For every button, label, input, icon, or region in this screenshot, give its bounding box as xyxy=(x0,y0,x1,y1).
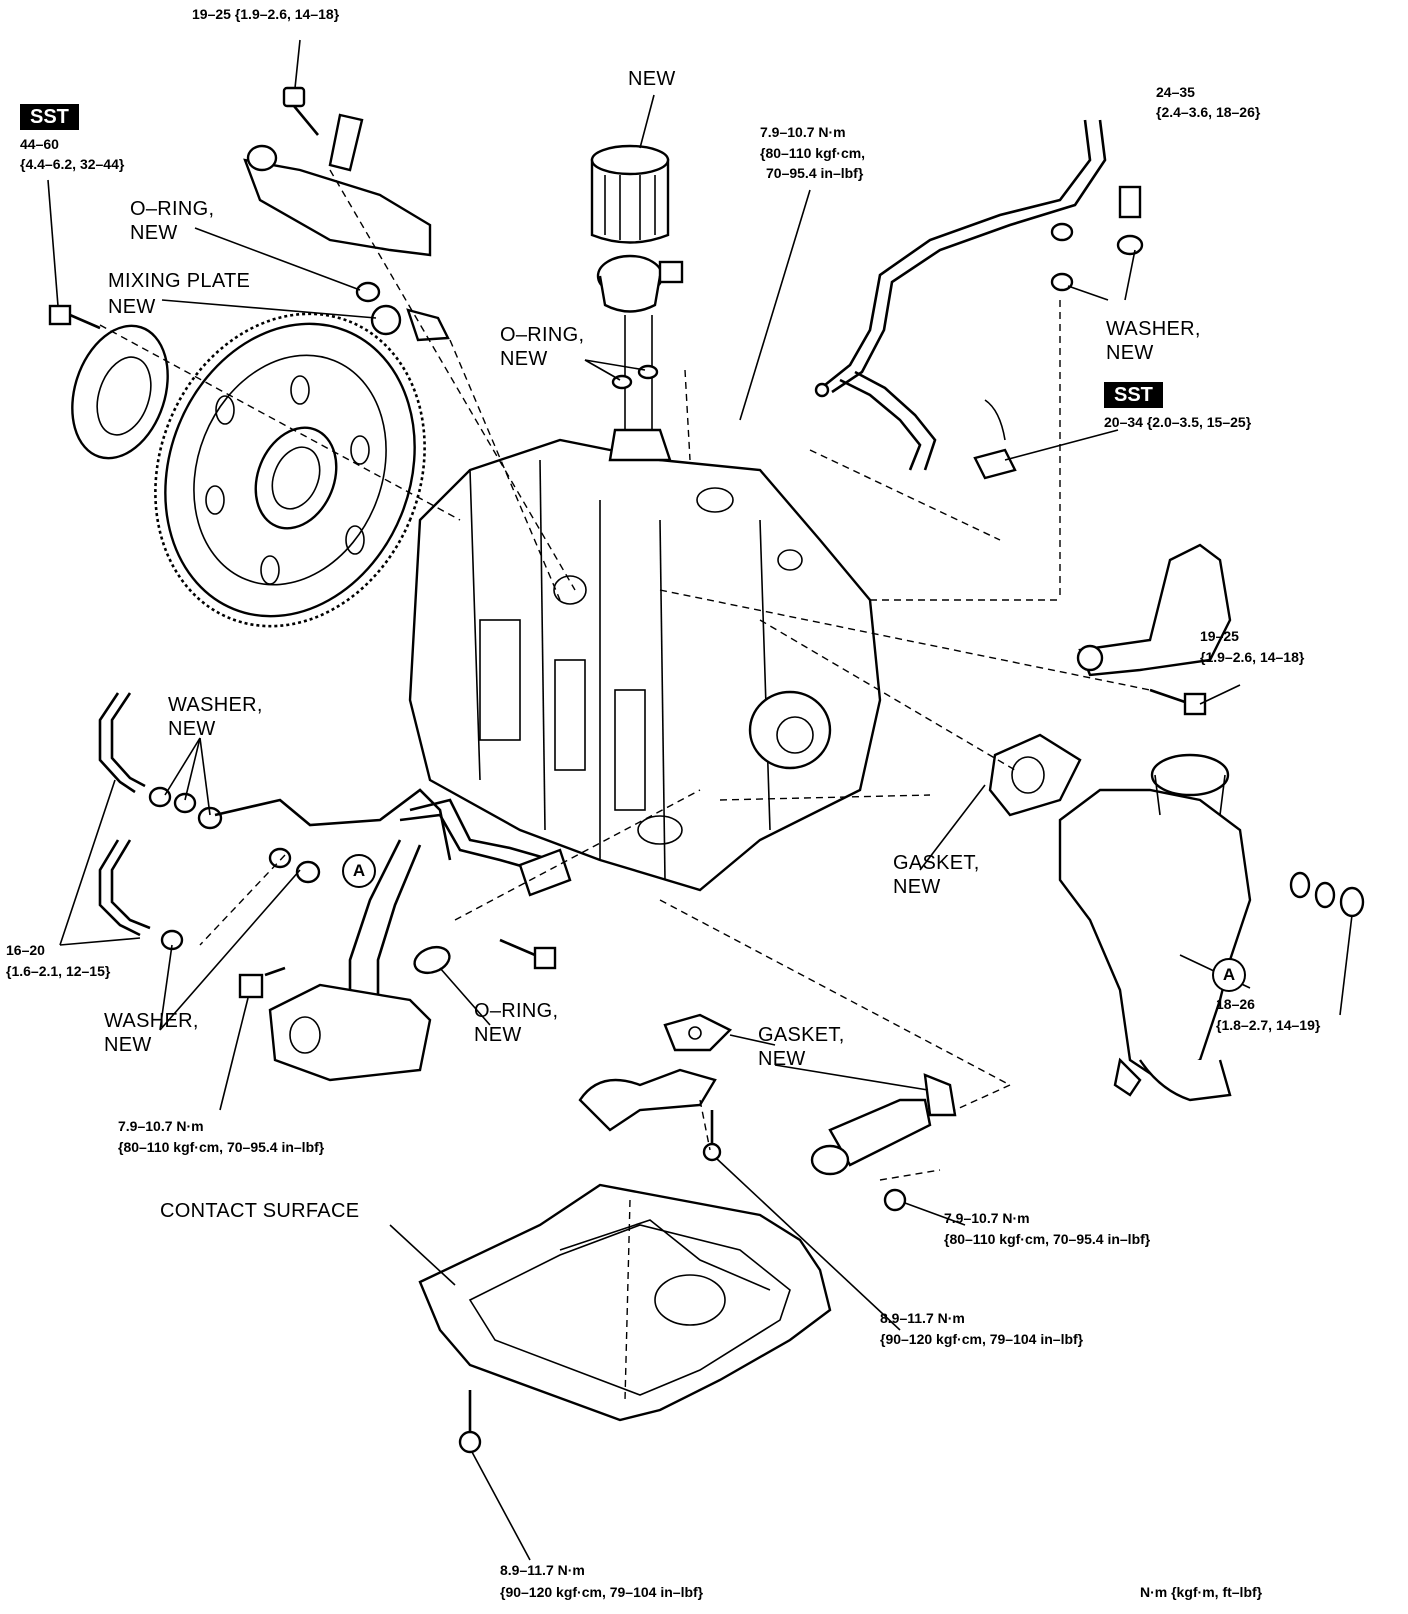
bottom-gaskets-pipe xyxy=(578,1013,957,1212)
left-hoses xyxy=(98,692,452,951)
right-pump-torque-1: 18–26 xyxy=(1216,996,1255,1012)
washer-right-label-2: NEW xyxy=(1106,342,1154,364)
right-pump-torque-2: {1.8–2.7, 14–19} xyxy=(1216,1017,1321,1033)
right-bracket-torque-1: 19–25 xyxy=(1200,628,1239,644)
pipe-torque-1: 7.9–10.7 N·m xyxy=(944,1210,1030,1226)
callout-a-right: A xyxy=(1212,958,1246,992)
sst-badge-left: SST xyxy=(20,104,79,130)
right-bracket xyxy=(1076,543,1232,716)
leader-lines xyxy=(47,39,1353,1561)
sst-right-torque: 20–34 {2.0–3.5, 15–25} xyxy=(1104,414,1252,430)
center-torque-1: 7.9–10.7 N·m xyxy=(760,124,846,140)
pan-mid-torque-2: {90–120 kgf·cm, 79–104 in–lbf} xyxy=(880,1331,1084,1347)
washer-right-label-1: WASHER, xyxy=(1106,318,1201,340)
sst-badge-right: SST xyxy=(1104,382,1163,408)
washer-left-label-1: WASHER, xyxy=(168,694,263,716)
pan-bottom-torque-2: {90–120 kgf·cm, 79–104 in–lbf} xyxy=(500,1584,704,1600)
flywheel-bolt xyxy=(48,304,101,330)
water-pump xyxy=(988,733,1365,1102)
flywheel-plate xyxy=(71,324,169,460)
oil-filter-new-label: NEW xyxy=(628,68,676,90)
right-top-torque-1: 24–35 xyxy=(1156,84,1195,100)
top-pump-assembly xyxy=(243,86,450,342)
oring-left-label-1: O–RING, xyxy=(130,198,215,220)
engine-block xyxy=(408,438,882,892)
contact-surface-label: CONTACT SURFACE xyxy=(160,1200,360,1222)
gasket-center-label-2: NEW xyxy=(758,1048,806,1070)
oil-filter-adapter xyxy=(596,254,684,462)
gasket-right-label-1: GASKET, xyxy=(893,852,980,874)
top-bolt-torque: 19–25 {1.9–2.6, 14–18} xyxy=(192,6,340,22)
center-torque-3: 70–95.4 in–lbf} xyxy=(766,165,864,181)
gasket-center-label-1: GASKET, xyxy=(758,1024,845,1046)
sensor-sst xyxy=(973,399,1017,480)
washer-left-label-2: NEW xyxy=(168,718,216,740)
center-torque-2: {80–110 kgf·cm, xyxy=(760,145,866,161)
mixing-plate-label-2: NEW xyxy=(108,296,156,318)
left-bolt-torque-1: 44–60 xyxy=(20,136,59,152)
pan-mid-torque-1: 8.9–11.7 N·m xyxy=(880,1310,965,1326)
oring-left-label-2: NEW xyxy=(130,222,178,244)
callout-a-left: A xyxy=(342,854,376,888)
hose-torque-2: {1.6–2.1, 12–15} xyxy=(6,963,111,979)
metering-torque-1: 7.9–10.7 N·m xyxy=(118,1118,204,1134)
right-bracket-torque-2: {1.9–2.6, 14–18} xyxy=(1200,649,1305,665)
assembly-guide-lines xyxy=(99,169,1151,1401)
pan-bottom-torque-1: 8.9–11.7 N·m xyxy=(500,1562,585,1578)
metering-pump xyxy=(238,798,572,1082)
gasket-right-label-2: NEW xyxy=(893,876,941,898)
oil-filter xyxy=(590,144,670,244)
oring-bottom-label-2: NEW xyxy=(474,1024,522,1046)
pipe-torque-2: {80–110 kgf·cm, 70–95.4 in–lbf} xyxy=(944,1231,1151,1247)
oring-bottom-label-1: O–RING, xyxy=(474,1000,559,1022)
mixing-plate-label-1: MIXING PLATE xyxy=(108,270,251,292)
washer-bottom-label-2: NEW xyxy=(104,1034,152,1056)
top-right-hose xyxy=(814,119,1144,471)
flywheel xyxy=(154,312,426,628)
metering-torque-2: {80–110 kgf·cm, 70–95.4 in–lbf} xyxy=(118,1139,325,1155)
oring-center-label-1: O–RING, xyxy=(500,324,585,346)
left-bolt-torque-2: {4.4–6.2, 32–44} xyxy=(20,156,125,172)
units-legend: N·m {kgf·m, ft–lbf} xyxy=(1140,1584,1263,1600)
hose-torque-1: 16–20 xyxy=(6,942,45,958)
right-top-torque-2: {2.4–3.6, 18–26} xyxy=(1156,104,1261,120)
oil-pan xyxy=(418,1183,832,1454)
oring-center-label-2: NEW xyxy=(500,348,548,370)
washer-bottom-label-1: WASHER, xyxy=(104,1010,199,1032)
